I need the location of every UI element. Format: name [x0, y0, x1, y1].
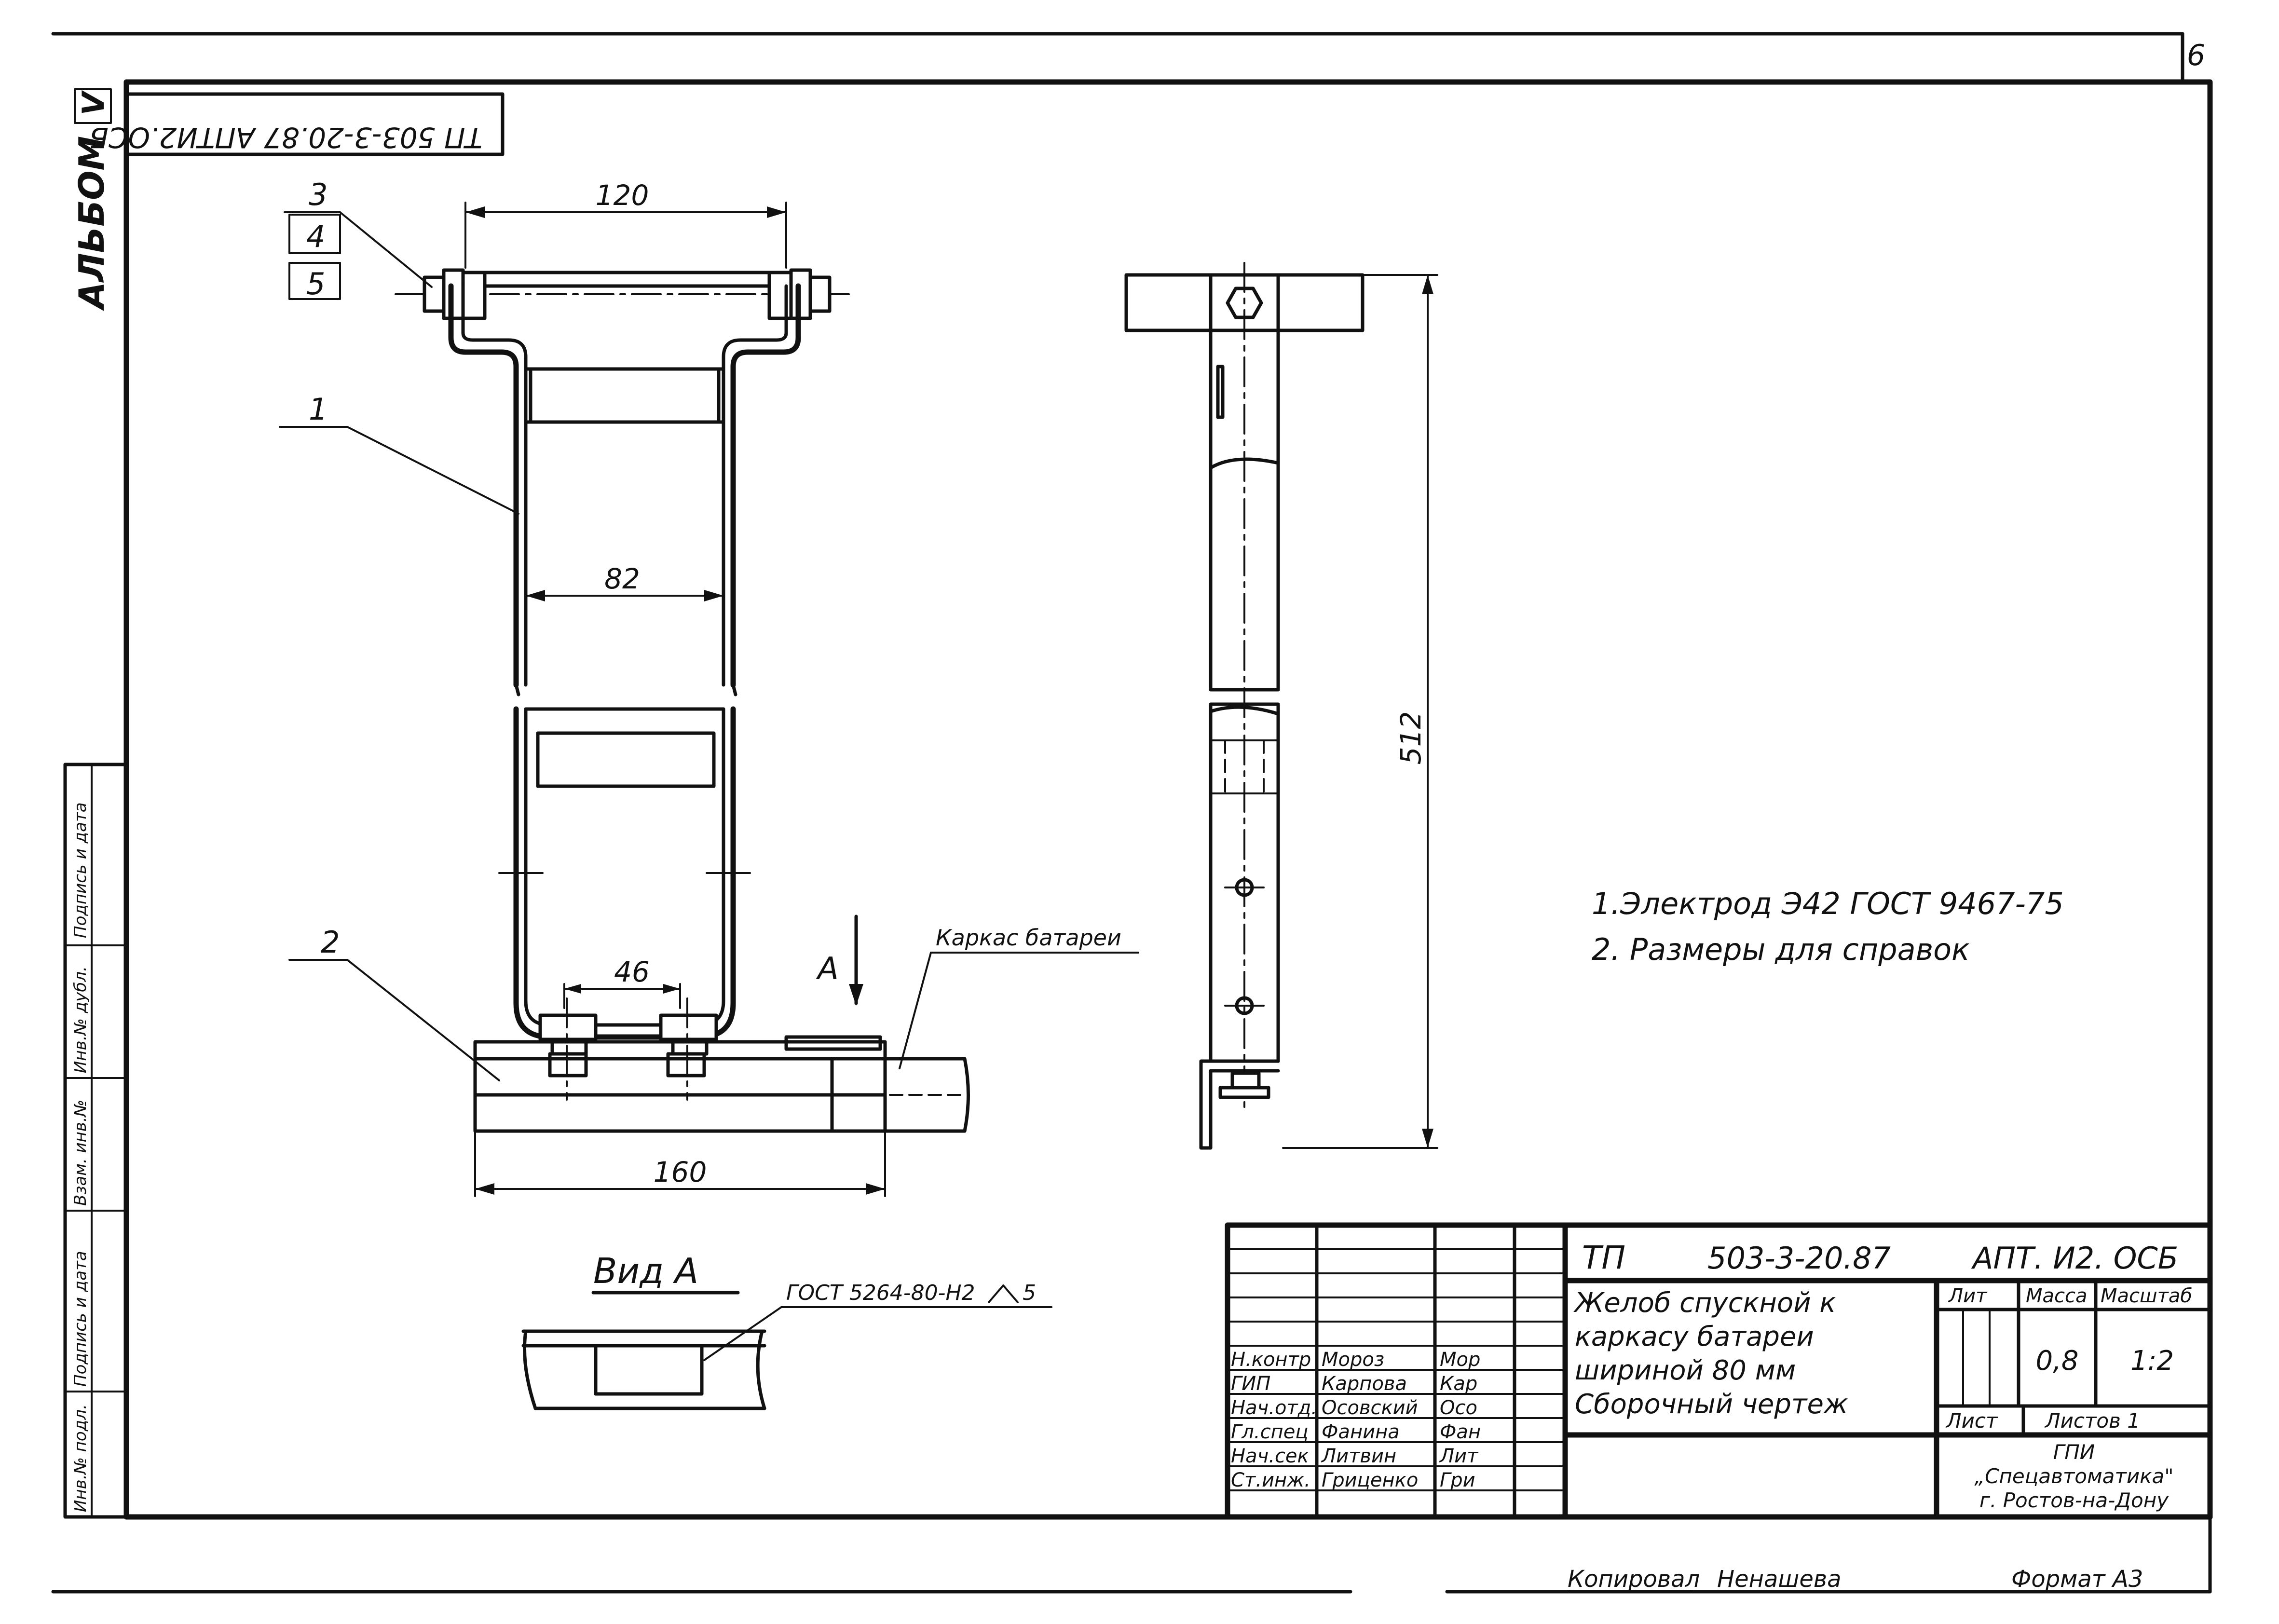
svg-text:шириной 80 мм: шириной 80 мм	[1575, 1355, 1796, 1386]
weld-note: ГОСТ 5264-80-Н2	[786, 1281, 975, 1305]
svg-text:Подпись и дата: Подпись и дата	[71, 1251, 90, 1387]
title-code: АПТ. И2. ОСБ	[1971, 1241, 2178, 1276]
svg-text:Инв.№ подл.: Инв.№ подл.	[71, 1404, 90, 1512]
dim-82: 82	[604, 562, 640, 595]
svg-text:Мороз: Мороз	[1322, 1349, 1384, 1371]
svg-text:Осо: Осо	[1440, 1397, 1477, 1419]
front-view: 120 82	[279, 177, 1139, 1197]
album-label: АЛЬБОМ	[71, 136, 112, 311]
side-stamp: Подпись и дата Инв.№ дубл. Взам. инв.№ П…	[63, 763, 128, 1519]
svg-text:Нач.отд.: Нач.отд.	[1231, 1397, 1317, 1419]
note-2: 2. Размеры для справок	[1592, 932, 1970, 967]
svg-text:Лит: Лит	[1948, 1285, 1988, 1307]
svg-text:Желоб спускной к: Желоб спускной к	[1573, 1287, 1836, 1319]
sheet-frame: 6	[51, 32, 2213, 1594]
svg-text:Масштаб: Масштаб	[2101, 1285, 2192, 1307]
svg-text:Нач.сек: Нач.сек	[1231, 1445, 1309, 1467]
rotated-code-box: ТП 503-3-20.87 АПТИ2.ОСБ	[89, 92, 505, 156]
svg-text:Осовский: Осовский	[1322, 1397, 1418, 1419]
side-view: 512	[1124, 262, 1438, 1150]
svg-text:Лист: Лист	[1945, 1409, 1998, 1433]
svg-text:V: V	[76, 90, 111, 115]
svg-text:Фан: Фан	[1440, 1421, 1481, 1443]
svg-text:Масса: Масса	[2026, 1285, 2088, 1307]
svg-text:ТП 503-3-20.87 АПТИ2.ОСБ: ТП 503-3-20.87 АПТИ2.ОСБ	[89, 121, 482, 154]
svg-text:Гри: Гри	[1440, 1469, 1475, 1491]
svg-text:Инв.№ дубл.: Инв.№ дубл.	[71, 966, 90, 1073]
svg-text:Кар: Кар	[1440, 1373, 1477, 1395]
svg-text:„Спецавтоматика": „Спецавтоматика"	[1974, 1464, 2173, 1488]
callout-3: 3	[309, 177, 328, 212]
svg-text:Н.контр: Н.контр	[1231, 1349, 1311, 1371]
svg-text:ГПИ: ГПИ	[2053, 1440, 2095, 1464]
svg-text:Карпова: Карпова	[1322, 1373, 1407, 1395]
copied-label: Копировал	[1568, 1566, 1700, 1593]
svg-text:Фанина: Фанина	[1322, 1421, 1400, 1443]
view-arrow-label: А	[816, 951, 839, 987]
callout-1: 1	[309, 392, 328, 427]
svg-text:Ст.инж.: Ст.инж.	[1231, 1469, 1310, 1491]
svg-text:Взам. инв.№: Взам. инв.№	[71, 1100, 90, 1206]
svg-text:Листов 1: Листов 1	[2044, 1409, 2140, 1433]
callout-2: 2	[321, 925, 340, 960]
weld-size: 5	[1023, 1281, 1036, 1305]
svg-text:г. Ростов-на-Дону: г. Ростов-на-Дону	[1979, 1488, 2169, 1512]
svg-text:каркасу батареи: каркасу батареи	[1575, 1321, 1814, 1352]
copier-name: Ненашева	[1717, 1566, 1842, 1593]
title-tp: ТП	[1582, 1239, 1625, 1276]
svg-text:Литвин: Литвин	[1321, 1445, 1396, 1467]
format-label: Формат А3	[2011, 1566, 2143, 1593]
svg-text:Гл.спец: Гл.спец	[1231, 1421, 1309, 1443]
title-project: 503-3-20.87	[1707, 1241, 1891, 1276]
technical-notes: 1.Электрод Э42 ГОСТ 9467-75 2. Размеры д…	[1592, 886, 2064, 967]
view-a: Вид А ГОСТ 5264-80-Н2 5	[521, 1251, 1052, 1410]
svg-text:Сборочный чертеж: Сборочный чертеж	[1575, 1389, 1848, 1420]
svg-text:ГИП: ГИП	[1231, 1373, 1270, 1395]
svg-text:Гриценко: Гриценко	[1322, 1469, 1418, 1491]
album-number: V	[74, 88, 112, 124]
svg-text:АЛЬБОМ: АЛЬБОМ	[71, 136, 112, 311]
scale-value: 1:2	[2130, 1345, 2174, 1377]
dim-160: 160	[654, 1156, 707, 1188]
frame-label: Каркас батареи	[936, 925, 1121, 951]
dim-512: 512	[1394, 711, 1427, 765]
view-a-title: Вид А	[593, 1251, 698, 1291]
sheet-number: 6	[2187, 39, 2205, 72]
dim-120: 120	[596, 179, 649, 212]
title-block: Н.контр Мороз Мор ГИП Карпова Кар Нач.от…	[1225, 1222, 2213, 1520]
callout-5: 5	[306, 266, 325, 301]
footer: Копировал Ненашева Формат А3	[1567, 1566, 2143, 1593]
mass-value: 0,8	[2035, 1345, 2078, 1377]
note-1: 1.Электрод Э42 ГОСТ 9467-75	[1592, 886, 2064, 921]
svg-text:Мор: Мор	[1440, 1349, 1480, 1371]
svg-text:Подпись и дата: Подпись и дата	[71, 802, 90, 938]
svg-text:Лит: Лит	[1439, 1445, 1479, 1467]
callout-4: 4	[306, 219, 325, 254]
dim-46: 46	[614, 955, 650, 988]
